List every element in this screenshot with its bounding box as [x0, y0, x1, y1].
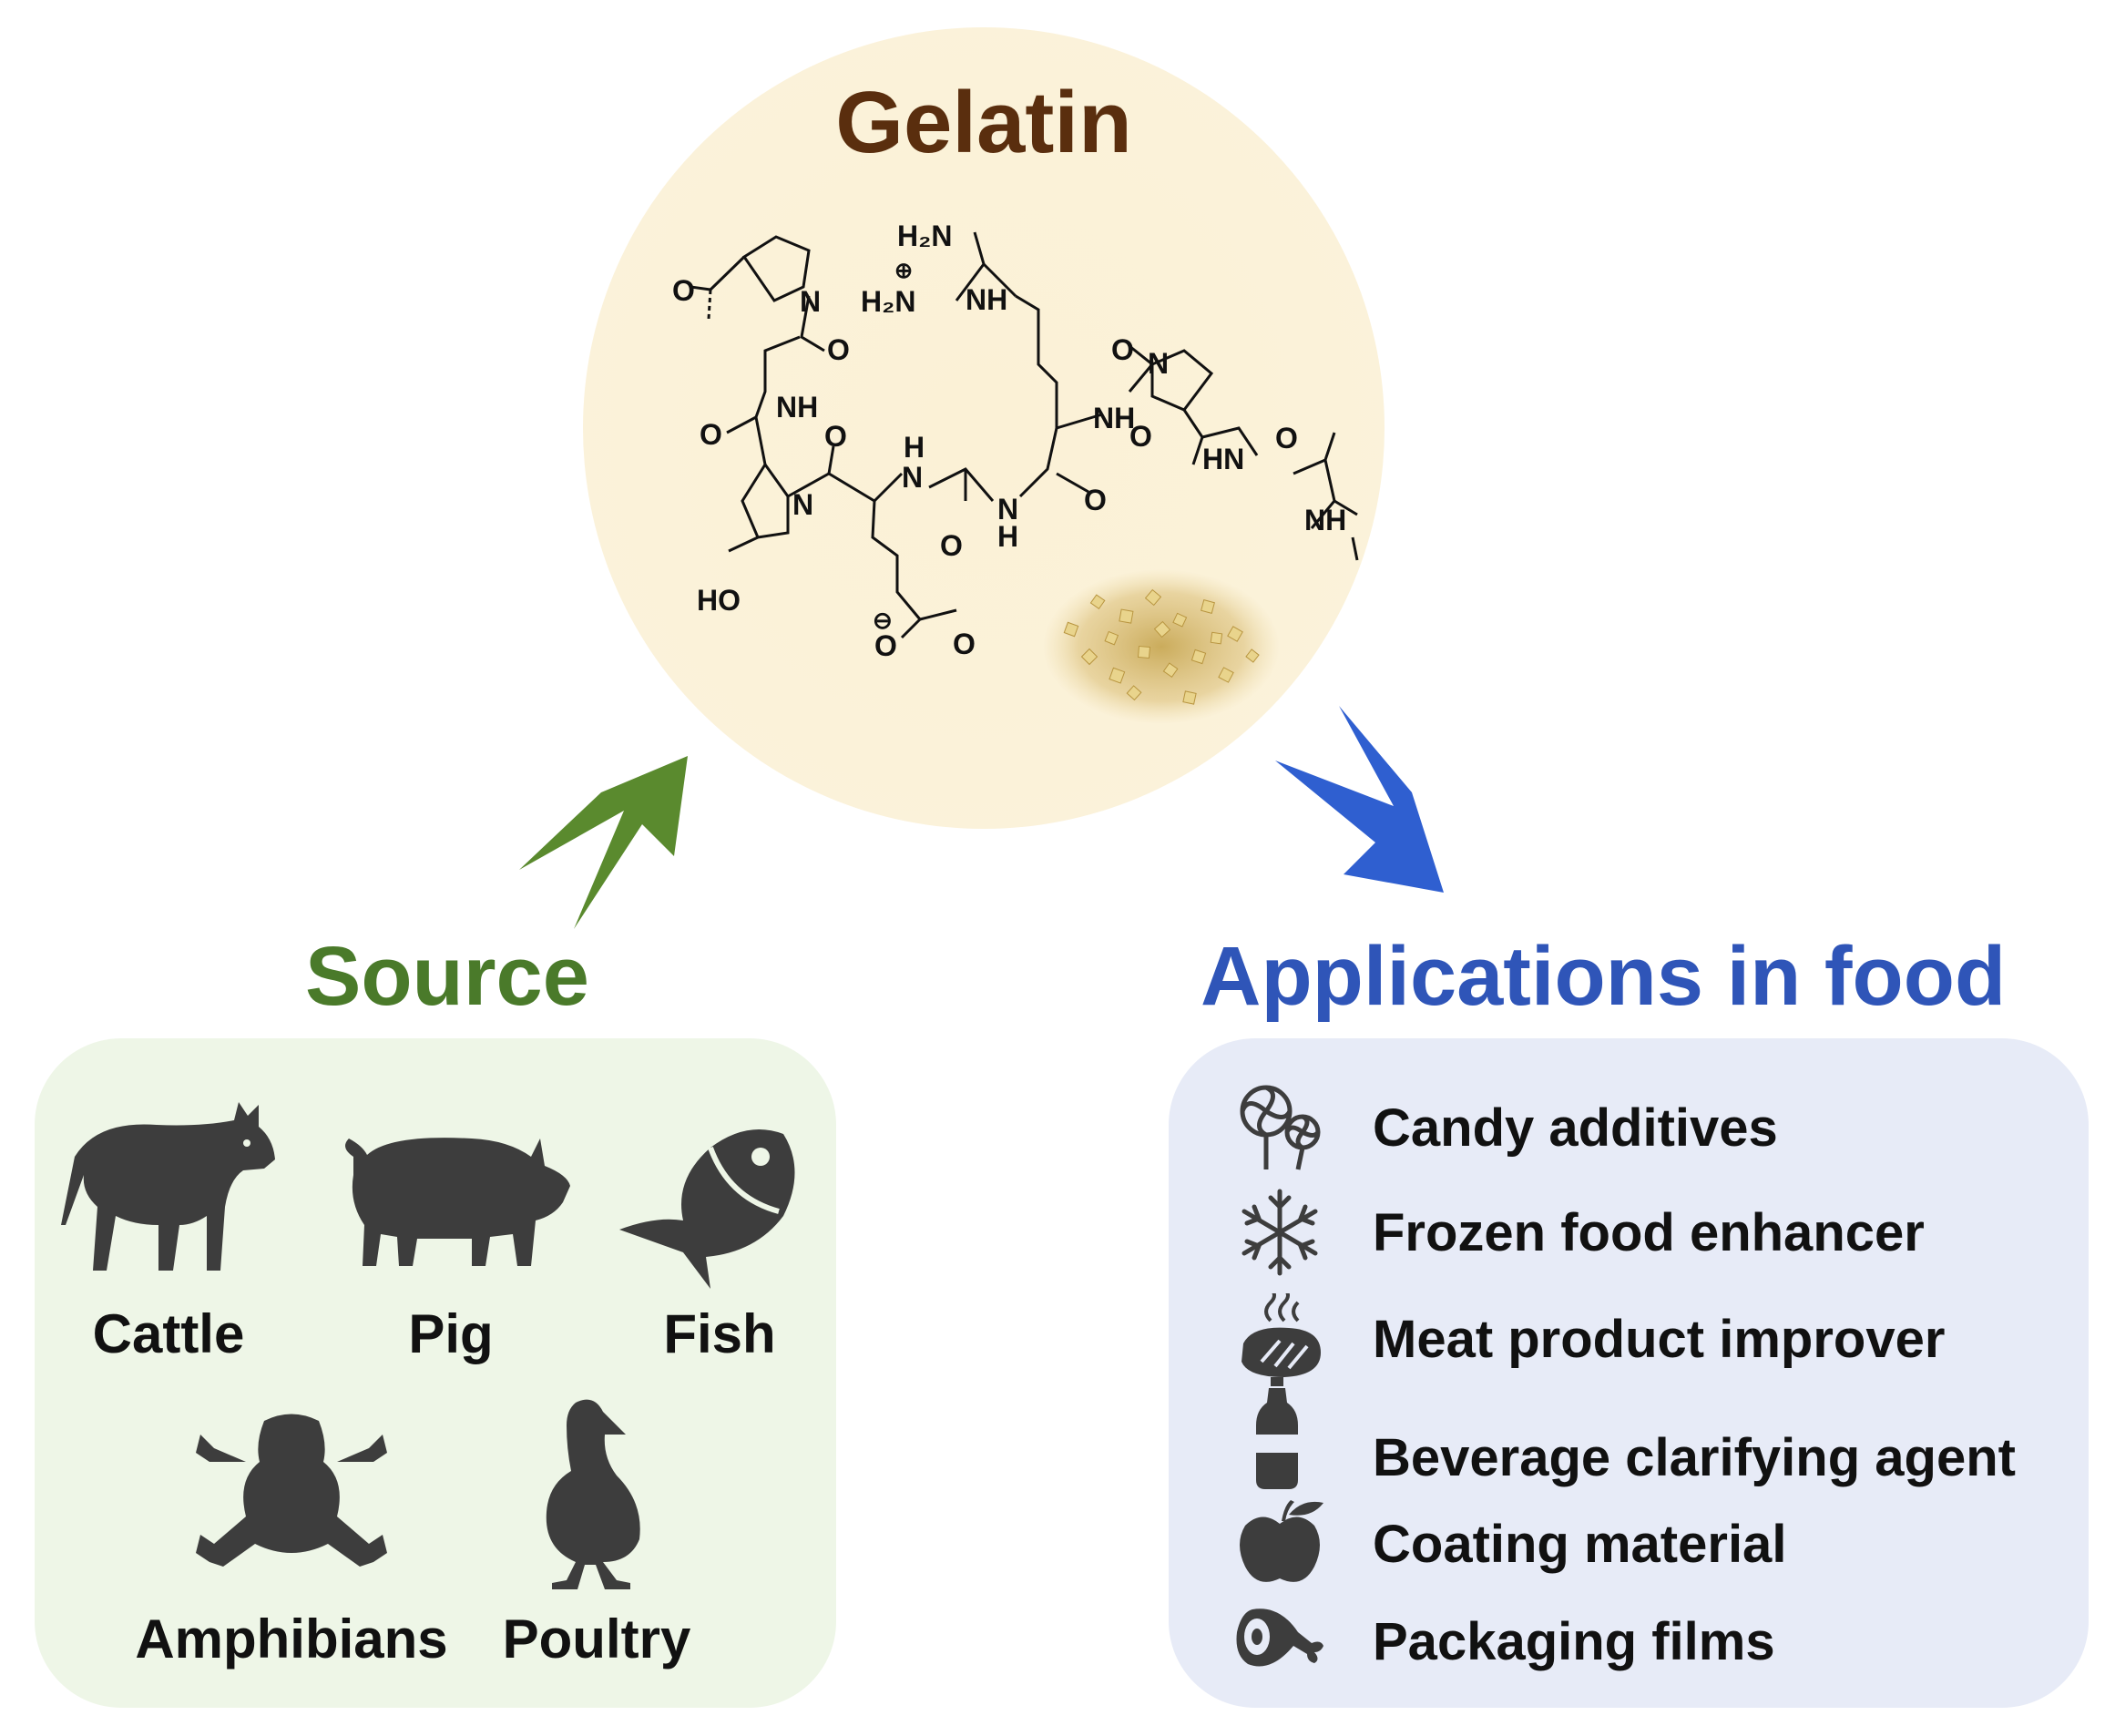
svg-text:HN: HN	[1202, 443, 1244, 475]
source-title: Source	[305, 930, 589, 1023]
svg-text:N: N	[800, 285, 821, 318]
svg-text:O: O	[1111, 333, 1134, 366]
app-label-coating: Coating material	[1373, 1514, 1787, 1574]
molecule-atom-labels: O N O NH O O N HO H N O N H O O ⊖ O H₂N …	[672, 220, 1346, 662]
app-label-candy: Candy additives	[1373, 1098, 1778, 1158]
svg-text:N: N	[997, 493, 1018, 526]
app-item-frozen: Frozen food enhancer	[1234, 1187, 1925, 1278]
svg-text:O: O	[1275, 422, 1298, 454]
svg-text:NH: NH	[1304, 504, 1346, 536]
app-item-candy: Candy additives	[1234, 1082, 1778, 1173]
svg-text:HO: HO	[697, 584, 741, 617]
svg-text:H: H	[904, 431, 925, 464]
source-to-gelatin-arrow	[519, 756, 688, 929]
gelatin-molecule: O N O NH O O N HO H N O N H O O ⊖ O H₂N …	[672, 220, 1359, 662]
app-label-beverage: Beverage clarifying agent	[1373, 1427, 2016, 1487]
svg-text:O: O	[672, 274, 695, 307]
steak-icon	[1242, 1293, 1321, 1377]
gelatin-powder-image	[1043, 569, 1280, 724]
molecule-bonds	[690, 231, 1359, 639]
svg-text:O: O	[700, 418, 722, 451]
app-item-beverage: Beverage clarifying agent	[1234, 1377, 2016, 1489]
cattle-icon	[61, 1102, 275, 1271]
frog-icon	[196, 1414, 387, 1567]
svg-text:O: O	[940, 529, 963, 562]
svg-text:NH: NH	[776, 391, 818, 424]
pig-icon	[345, 1138, 570, 1266]
lollipop-icon	[1240, 1085, 1321, 1170]
svg-text:NH: NH	[966, 283, 1007, 316]
app-label-meat: Meat product improver	[1373, 1309, 1946, 1369]
svg-text:O: O	[1129, 420, 1152, 453]
app-item-packaging: Packaging films	[1234, 1596, 1775, 1687]
gelatin-to-applications-arrow	[1275, 706, 1444, 893]
svg-text:⊖: ⊖	[873, 607, 893, 634]
animal-label-poultry: Poultry	[502, 1608, 691, 1670]
duck-icon	[546, 1399, 640, 1589]
snowflake-icon	[1242, 1189, 1318, 1276]
svg-text:O: O	[1084, 484, 1107, 516]
svg-text:O: O	[874, 629, 897, 662]
ham-icon	[1236, 1608, 1323, 1667]
fish-icon	[619, 1129, 795, 1289]
animal-label-fish: Fish	[663, 1303, 776, 1364]
svg-text:N: N	[902, 461, 923, 494]
svg-text:N: N	[1148, 347, 1169, 380]
app-label-frozen: Frozen food enhancer	[1373, 1202, 1925, 1262]
animal-label-cattle: Cattle	[92, 1303, 245, 1364]
svg-text:H₂N: H₂N	[861, 285, 915, 318]
svg-text:N: N	[792, 488, 813, 521]
svg-text:⊕: ⊕	[894, 259, 913, 283]
svg-text:O: O	[953, 628, 976, 660]
svg-text:O: O	[824, 420, 847, 453]
app-item-coating: Coating material	[1234, 1498, 1786, 1589]
svg-text:O: O	[827, 333, 850, 366]
applications-panel	[1169, 1038, 2089, 1708]
apple-icon	[1240, 1500, 1323, 1582]
svg-text:H₂N: H₂N	[897, 220, 952, 252]
bottle-icon	[1256, 1377, 1298, 1489]
svg-text:NH: NH	[1093, 402, 1135, 434]
app-item-meat: Meat product improver	[1234, 1293, 1945, 1384]
animal-label-amphibians: Amphibians	[135, 1608, 448, 1670]
applications-title: Applications in food	[1201, 930, 2007, 1023]
app-label-packaging: Packaging films	[1373, 1611, 1775, 1671]
gelatin-title: Gelatin	[835, 74, 1132, 171]
animal-label-pig: Pig	[408, 1303, 494, 1364]
svg-text:H: H	[997, 520, 1018, 553]
